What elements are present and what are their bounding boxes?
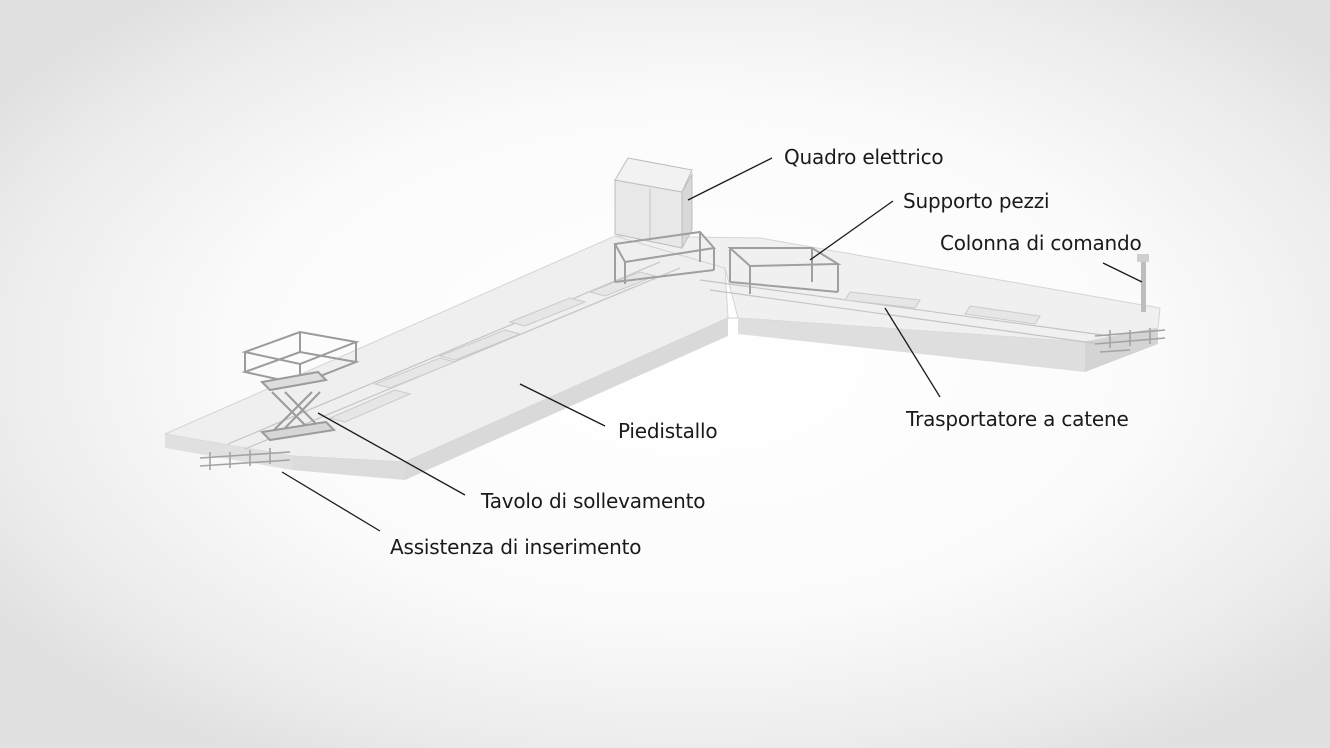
leader-quadro-elettrico: [687, 157, 773, 201]
floor-plates: [328, 271, 1041, 423]
insertion-assist: [199, 328, 1166, 470]
leader-tavolo-di-sollevamento: [317, 412, 466, 496]
leader-assistenza-di-inserimento: [281, 471, 381, 532]
leader-piedistallo: [519, 383, 606, 427]
leader-lines: [281, 157, 1143, 532]
leader-colonna-di-comando: [1102, 262, 1143, 283]
label-quadro-elettrico: Quadro elettrico: [784, 145, 944, 169]
leader-trasportatore-a-catene: [884, 307, 941, 398]
label-trasportatore-a-catene: Trasportatore a catene: [906, 407, 1129, 431]
control-column: [1137, 254, 1149, 312]
label-colonna-di-comando: Colonna di comando: [940, 231, 1142, 255]
label-piedistallo: Piedistallo: [618, 419, 718, 443]
lift-table: [241, 330, 360, 442]
leader-supporto-pezzi: [809, 200, 894, 261]
label-supporto-pezzi: Supporto pezzi: [903, 189, 1050, 213]
label-assistenza-di-inserimento: Assistenza di inserimento: [390, 535, 642, 559]
label-tavolo-di-sollevamento: Tavolo di sollevamento: [481, 489, 706, 513]
electrical-cabinet: [614, 157, 693, 250]
part-support-frames: [613, 230, 842, 294]
